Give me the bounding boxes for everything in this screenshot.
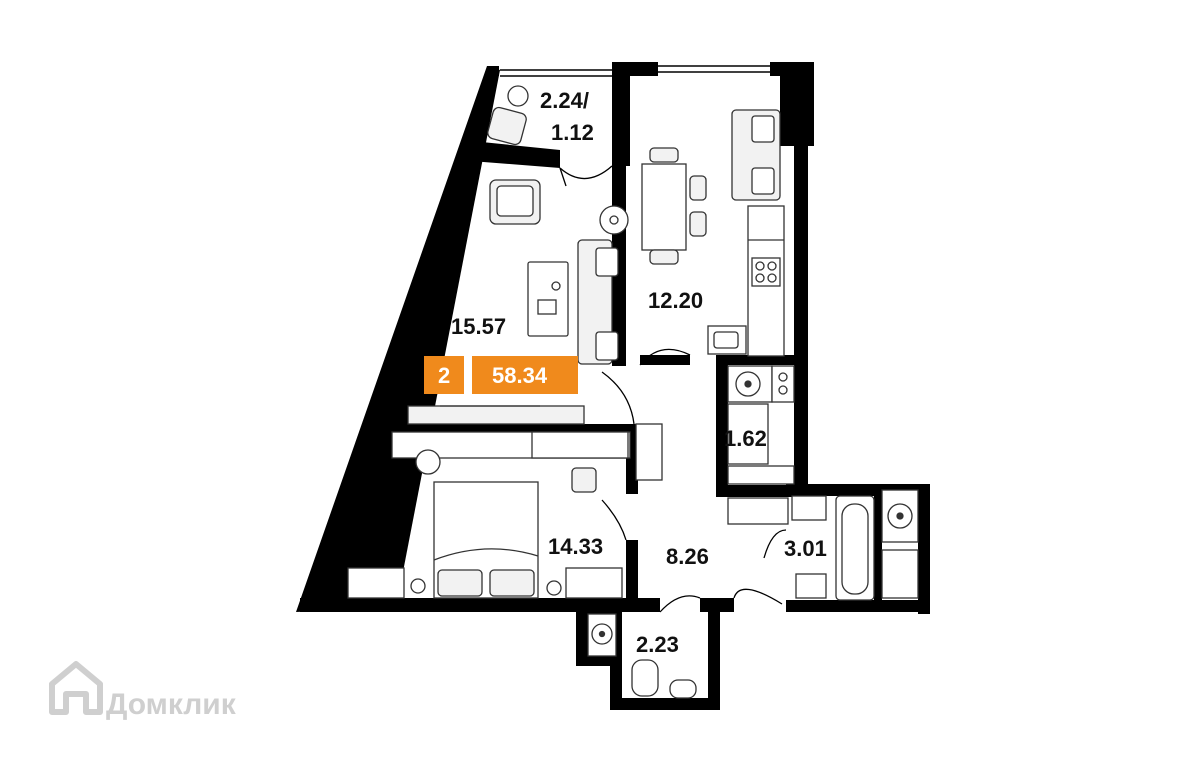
rooms-count: 2	[438, 363, 450, 388]
sink-icon	[707, 325, 747, 355]
furniture	[347, 85, 919, 699]
closet-area: 1.62	[724, 426, 767, 451]
armchair-icon	[487, 106, 527, 146]
watermark-text: Домклик	[106, 688, 237, 721]
doors	[559, 165, 787, 613]
apartment-badge: 2 58.34	[424, 356, 578, 394]
dining-table	[641, 163, 687, 251]
bathtub-icon	[835, 495, 875, 601]
balcony-area-line1: 2.24/	[540, 88, 589, 113]
wc-area: 2.23	[636, 632, 679, 657]
bed-icon	[433, 481, 539, 599]
balcony-area-line2: 1.12	[551, 120, 594, 145]
bath-area: 3.01	[784, 536, 827, 561]
fan-icon	[881, 489, 919, 543]
watermark: Домклик	[49, 661, 237, 721]
tv-unit	[407, 405, 585, 425]
walls	[296, 62, 930, 710]
toilet-icon	[631, 659, 659, 697]
fan-icon	[727, 365, 773, 403]
house-logo-icon	[49, 661, 103, 715]
bedroom-area: 14.33	[548, 534, 603, 559]
hall-area: 8.26	[666, 544, 709, 569]
plant-icon	[507, 85, 529, 107]
stove-icon	[751, 257, 781, 287]
sink-icon	[669, 679, 697, 699]
kitchen-area: 12.20	[648, 288, 703, 313]
fan-icon	[587, 613, 617, 657]
area-labels: 2.24/ 1.12 15.57 12.20 1.62 14.33 8.26 3…	[451, 88, 827, 657]
total-area-badge	[472, 356, 578, 394]
rooms-count-badge	[424, 356, 464, 394]
total-area: 58.34	[492, 363, 548, 388]
coffee-table	[527, 261, 569, 337]
living-area: 15.57	[451, 314, 506, 339]
